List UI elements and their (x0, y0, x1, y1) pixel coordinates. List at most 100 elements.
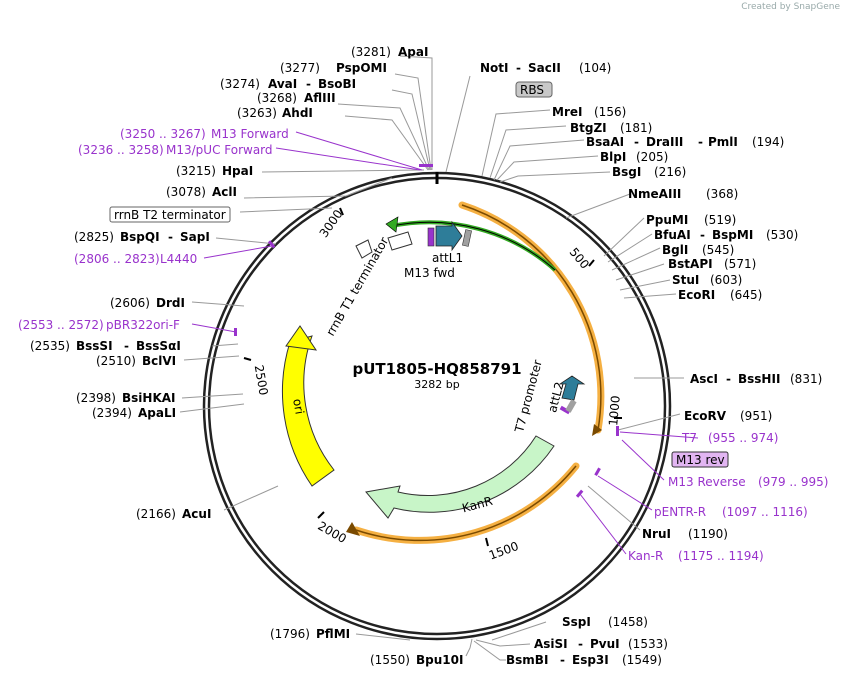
primer-m13-reverse: M13 Reverse (668, 475, 746, 489)
site-apai: ApaI (398, 45, 428, 59)
primer-m13-reverse-range: (979 .. 995) (758, 475, 828, 489)
primer-pbr322ori-f: pBR322ori-F (106, 318, 180, 332)
site-ahdi-pos: (3263) (237, 106, 277, 120)
site-ppumi: PpuMI (646, 213, 688, 227)
primer-m13-puc-forward: M13/pUC Forward (166, 143, 273, 157)
site-bsssai: BssSαI (136, 339, 181, 353)
small-terminator-shape (355, 239, 373, 259)
t7-marker (559, 405, 571, 415)
site-blpi: BlpI (600, 150, 626, 164)
site-bsihkai: BsiHKAI (122, 391, 176, 405)
site-pspomi-pos: (3277) (280, 61, 320, 75)
primer-ticks (234, 164, 619, 498)
site-bspqi: BspQI (120, 230, 160, 244)
site-bsaai-pos: (194) (752, 135, 784, 149)
site-esp3i: Esp3I (572, 653, 609, 667)
orange-arc-bottom-line (355, 465, 577, 542)
site-bsssi-sep: - (124, 339, 129, 353)
tick-label-1000: 1000 (606, 395, 623, 427)
primer-t7: T7 (681, 431, 697, 445)
site-stui: StuI (672, 273, 699, 287)
site-noti-sep: - (516, 61, 521, 75)
site-avai-pos: (3274) (220, 77, 260, 91)
site-pmli: PmlI (708, 135, 738, 149)
grey-marker (462, 229, 472, 247)
primer-leader-lines (191, 131, 699, 555)
orange-arrowhead (346, 522, 360, 536)
site-bgli: BglI (662, 243, 688, 257)
site-bsmbi: BsmBI (506, 653, 548, 667)
site-sspi-pos: (1458) (608, 615, 648, 629)
site-acli: AclI (212, 185, 237, 199)
site-sacii: SacII (528, 61, 561, 75)
primer-l4440-range: (2806 .. 2823) (74, 252, 160, 266)
site-bsssi-pos: (2535) (30, 339, 70, 353)
primer-t7-range: (955 .. 974) (708, 431, 778, 445)
site-bstapi-pos: (571) (724, 257, 756, 271)
site-sspi: SspI (562, 615, 591, 629)
tick-label-500: 500 (567, 245, 592, 272)
site-bsmbi-pos: (1549) (622, 653, 662, 667)
attl1-arrow (435, 220, 463, 252)
plasmid-name: pUT1805-HQ858791 (352, 360, 521, 378)
site-ecorv-pos: (951) (740, 409, 772, 423)
site-bstapi: BstAPI (668, 257, 713, 271)
ori-arrowhead (285, 325, 318, 351)
tick-label-2500: 2500 (252, 364, 271, 397)
site-draiii-sep: - (698, 135, 703, 149)
site-drdi-pos: (2606) (110, 296, 150, 310)
site-nrui: NruI (642, 527, 671, 541)
snapgene-credit: Created by SnapGene (741, 2, 840, 12)
site-pspomi: PspOMI (336, 61, 387, 75)
site-acli-pos: (3078) (166, 185, 206, 199)
site-bsshii: BssHII (738, 372, 780, 386)
site-ppumi-pos: (519) (704, 213, 736, 227)
site-draiii: DraIII (646, 135, 683, 149)
site-drdi: DrdI (156, 296, 185, 310)
site-apali-pos: (2394) (92, 406, 132, 420)
rrnb-t1-terminator-shape (387, 231, 413, 251)
rrnb-t2-terminator-box (109, 206, 231, 223)
site-bfuai-pos: (530) (766, 228, 798, 242)
site-bfuai-sep: - (700, 228, 705, 242)
site-avai: AvaI (268, 77, 297, 91)
site-asisi: AsiSI (534, 637, 568, 651)
tick-marks (243, 207, 622, 547)
primer-kan-r: Kan-R (628, 549, 663, 563)
site-ecorv: EcoRV (684, 409, 727, 423)
m13-rev-box (671, 451, 729, 468)
site-afliii-pos: (3268) (257, 91, 297, 105)
site-acui: AcuI (182, 507, 211, 521)
site-bsssi: BssSI (76, 339, 113, 353)
site-pvui: PvuI (590, 637, 620, 651)
site-btgzi-pos: (181) (620, 121, 652, 135)
site-ecori: EcoRI (678, 288, 715, 302)
site-bspqi-sep: - (168, 230, 173, 244)
site-noti-pos: (104) (579, 61, 611, 75)
orange-arrowhead-top (592, 424, 602, 436)
primer-m13-puc-forward-range: (3236 .. 3258) (78, 143, 164, 157)
green-arc-line (391, 221, 556, 271)
attl1-label: attL1 (432, 251, 463, 265)
site-acui-pos: (2166) (136, 507, 176, 521)
site-asci-pos: (831) (790, 372, 822, 386)
site-bspqi-pos: (2825) (74, 230, 114, 244)
site-asci-sep: - (726, 372, 731, 386)
site-ecori-pos: (645) (730, 288, 762, 302)
site-afliii: AflIII (304, 91, 336, 105)
site-nmeaiii: NmeAIII (628, 187, 681, 201)
m13-fwd-marker (427, 227, 435, 247)
site-bsgi-pos: (216) (654, 165, 686, 179)
rbs-box (515, 81, 553, 98)
ori-feature (281, 335, 335, 487)
site-bfuai: BfuAI (654, 228, 691, 242)
leader-lines (179, 55, 684, 661)
site-mrei-pos: (156) (594, 105, 626, 119)
m13-fwd-label: M13 fwd (404, 266, 455, 280)
site-bclvi: BclVI (142, 354, 176, 368)
site-ahdi: AhdI (282, 106, 313, 120)
kanr-feature (365, 435, 555, 519)
site-bsmbi-sep: - (560, 653, 565, 667)
site-hpai-pos: (3215) (176, 164, 216, 178)
